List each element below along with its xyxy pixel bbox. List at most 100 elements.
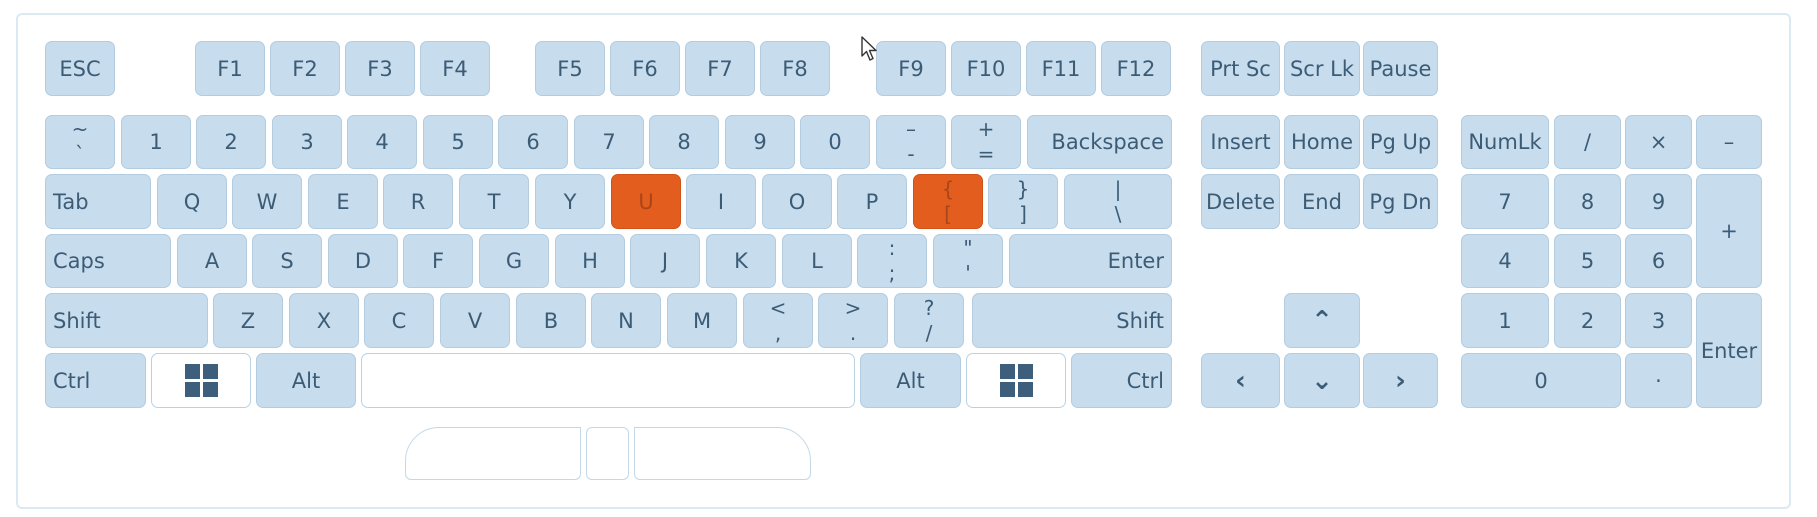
- key-right-ctrl[interactable]: Ctrl: [1071, 353, 1172, 408]
- key-delete[interactable]: Delete: [1201, 174, 1280, 229]
- key-f12[interactable]: F12: [1101, 41, 1171, 96]
- key-right-windows[interactable]: [966, 353, 1066, 408]
- key-4[interactable]: 4: [347, 115, 417, 169]
- touchpad-right-button[interactable]: [634, 427, 811, 480]
- key-tab[interactable]: Tab: [45, 174, 151, 229]
- key-scroll-lock[interactable]: Scr Lk: [1284, 41, 1360, 96]
- key-semicolon[interactable]: : ;: [857, 234, 927, 288]
- key-m[interactable]: M: [667, 293, 737, 348]
- key-l[interactable]: L: [782, 234, 852, 288]
- key-numpad-decimal[interactable]: ·: [1625, 353, 1692, 408]
- touchpad-left-button[interactable]: [405, 427, 581, 480]
- key-right-alt[interactable]: Alt: [860, 353, 961, 408]
- key-period[interactable]: > .: [818, 293, 888, 348]
- key-backspace[interactable]: Backspace: [1027, 115, 1172, 169]
- key-caps-lock[interactable]: Caps: [45, 234, 171, 288]
- key-numpad-7[interactable]: 7: [1461, 174, 1549, 229]
- key-2[interactable]: 2: [196, 115, 266, 169]
- key-v[interactable]: V: [440, 293, 510, 348]
- key-o[interactable]: O: [762, 174, 832, 229]
- key-backslash[interactable]: | \: [1064, 174, 1172, 229]
- key-f10[interactable]: F10: [951, 41, 1021, 96]
- key-left-ctrl[interactable]: Ctrl: [45, 353, 146, 408]
- key-slash[interactable]: ? /: [894, 293, 964, 348]
- key-f9[interactable]: F9: [876, 41, 946, 96]
- key-i[interactable]: I: [686, 174, 756, 229]
- key-f11[interactable]: F11: [1026, 41, 1096, 96]
- key-numpad-1[interactable]: 1: [1461, 293, 1549, 348]
- key-numpad-4[interactable]: 4: [1461, 234, 1549, 288]
- key-a[interactable]: A: [177, 234, 247, 288]
- key-esc[interactable]: ESC: [45, 41, 115, 96]
- key-f4[interactable]: F4: [420, 41, 490, 96]
- key-numpad-enter[interactable]: Enter: [1696, 293, 1762, 408]
- key-k[interactable]: K: [706, 234, 776, 288]
- key-j[interactable]: J: [630, 234, 700, 288]
- key-f2[interactable]: F2: [270, 41, 340, 96]
- key-r[interactable]: R: [383, 174, 453, 229]
- key-f7[interactable]: F7: [685, 41, 755, 96]
- key-pause[interactable]: Pause: [1363, 41, 1438, 96]
- key-c[interactable]: C: [364, 293, 434, 348]
- key-right-shift[interactable]: Shift: [972, 293, 1172, 348]
- key-t[interactable]: T: [459, 174, 529, 229]
- key-left-shift[interactable]: Shift: [45, 293, 208, 348]
- key-f8[interactable]: F8: [760, 41, 830, 96]
- key-comma[interactable]: < ,: [743, 293, 813, 348]
- key-0[interactable]: 0: [800, 115, 870, 169]
- key-left-alt[interactable]: Alt: [256, 353, 356, 408]
- key-num-lock[interactable]: NumLk: [1461, 115, 1549, 169]
- key-f[interactable]: F: [403, 234, 473, 288]
- key-numpad-0[interactable]: 0: [1461, 353, 1621, 408]
- key-right-bracket[interactable]: } ]: [988, 174, 1058, 229]
- key-numpad-2[interactable]: 2: [1554, 293, 1621, 348]
- key-left-bracket-highlighted[interactable]: { [: [913, 174, 983, 229]
- key-space[interactable]: [361, 353, 855, 408]
- key-numpad-6[interactable]: 6: [1625, 234, 1692, 288]
- key-y[interactable]: Y: [535, 174, 605, 229]
- key-equal[interactable]: + =: [951, 115, 1021, 169]
- key-minus[interactable]: – -: [876, 115, 946, 169]
- key-g[interactable]: G: [479, 234, 549, 288]
- key-numpad-multiply[interactable]: ×: [1625, 115, 1692, 169]
- key-h[interactable]: H: [555, 234, 625, 288]
- key-numpad-3[interactable]: 3: [1625, 293, 1692, 348]
- key-numpad-5[interactable]: 5: [1554, 234, 1621, 288]
- key-3[interactable]: 3: [272, 115, 342, 169]
- key-numpad-8[interactable]: 8: [1554, 174, 1621, 229]
- key-n[interactable]: N: [591, 293, 661, 348]
- key-u-highlighted[interactable]: U: [611, 174, 681, 229]
- key-page-up[interactable]: Pg Up: [1363, 115, 1438, 169]
- key-6[interactable]: 6: [498, 115, 568, 169]
- key-f1[interactable]: F1: [195, 41, 265, 96]
- key-numpad-plus[interactable]: +: [1696, 174, 1762, 288]
- key-b[interactable]: B: [516, 293, 586, 348]
- key-9[interactable]: 9: [725, 115, 795, 169]
- key-8[interactable]: 8: [649, 115, 719, 169]
- touchpad-middle-button[interactable]: [586, 427, 629, 480]
- key-end[interactable]: End: [1284, 174, 1360, 229]
- key-quote[interactable]: " ': [933, 234, 1003, 288]
- key-tilde[interactable]: ~ `: [45, 115, 115, 169]
- key-numpad-minus[interactable]: –: [1696, 115, 1762, 169]
- key-q[interactable]: Q: [157, 174, 227, 229]
- key-e[interactable]: E: [308, 174, 378, 229]
- key-1[interactable]: 1: [121, 115, 191, 169]
- key-arrow-left[interactable]: ‹: [1201, 353, 1280, 408]
- key-home[interactable]: Home: [1284, 115, 1360, 169]
- key-w[interactable]: W: [232, 174, 302, 229]
- key-z[interactable]: Z: [213, 293, 283, 348]
- key-numpad-divide[interactable]: /: [1554, 115, 1621, 169]
- key-arrow-down[interactable]: ⌄: [1284, 353, 1360, 408]
- key-d[interactable]: D: [328, 234, 398, 288]
- key-left-windows[interactable]: [151, 353, 251, 408]
- key-5[interactable]: 5: [423, 115, 493, 169]
- key-s[interactable]: S: [252, 234, 322, 288]
- key-f5[interactable]: F5: [535, 41, 605, 96]
- key-enter[interactable]: Enter: [1009, 234, 1172, 288]
- key-insert[interactable]: Insert: [1201, 115, 1280, 169]
- key-7[interactable]: 7: [574, 115, 644, 169]
- key-print-screen[interactable]: Prt Sc: [1201, 41, 1280, 96]
- key-p[interactable]: P: [837, 174, 907, 229]
- key-f3[interactable]: F3: [345, 41, 415, 96]
